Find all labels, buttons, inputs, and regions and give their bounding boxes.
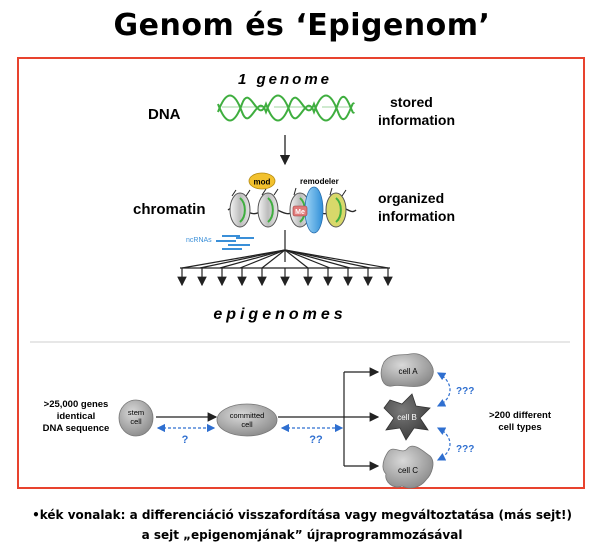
stored-label-2: information: [378, 112, 455, 128]
genes-label-2: identical: [57, 411, 96, 422]
cell-types-label-1: >200 different: [489, 410, 552, 421]
cell-b-icon: [383, 393, 431, 441]
me-badge: [292, 205, 308, 217]
committed-cell-icon: [216, 403, 278, 437]
cell-c-icon: [382, 445, 434, 489]
cell-fate-fork: [343, 367, 380, 471]
footnote-line-2: a sejt „epigenomjának” újraprogrammozásá…: [141, 528, 463, 542]
committed-cell-label-2: cell: [241, 420, 253, 429]
cell-a-b-reverse-arrow: [436, 372, 451, 407]
dna-label: DNA: [148, 106, 181, 123]
remodeler-icon: [304, 186, 324, 234]
cell-a-b-question: ???: [456, 386, 474, 397]
page-title: Genom és ‘Epigenom’: [113, 8, 491, 43]
stem-committed-question: ?: [182, 434, 189, 446]
cell-c-label: cell C: [398, 466, 418, 475]
nucleosome-array-icon: [227, 187, 357, 228]
epigenome-fan-arrows: [180, 230, 390, 269]
organized-label-2: information: [378, 208, 455, 224]
committed-fork-question: ??: [309, 434, 323, 446]
stem-cell-label-2: cell: [130, 417, 142, 426]
mod-label: mod: [254, 178, 271, 187]
epigenome-arrowheads: [177, 268, 393, 287]
stem-cell-label-1: stem: [128, 408, 144, 417]
ncrna-label: ncRNAs: [186, 237, 212, 244]
genes-label-1: >25,000 genes: [44, 399, 109, 410]
ncrna-strands-icon: [216, 235, 254, 250]
me-label: Me: [295, 209, 305, 216]
dna-helix-icon: [217, 94, 355, 122]
genes-label-3: DNA sequence: [43, 423, 110, 434]
cell-types-label-2: cell types: [498, 422, 541, 433]
cell-b-c-reverse-arrow: [436, 427, 451, 461]
cell-b-label: cell B: [397, 413, 417, 422]
cell-a-label: cell A: [398, 367, 418, 376]
stored-label-1: stored: [390, 94, 433, 110]
cell-b-c-question: ???: [456, 444, 474, 455]
remodeler-label: remodeler: [300, 177, 339, 186]
epigenomes-label: epigenomes: [213, 306, 346, 323]
stem-cell-icon: [118, 399, 154, 437]
chromatin-label: chromatin: [133, 201, 206, 218]
footnote-line-1: •kék vonalak: a differenciáció visszafor…: [32, 508, 572, 522]
diagram-frame: [17, 57, 585, 489]
mod-badge: [248, 172, 276, 190]
genome-label: 1 genome: [238, 71, 332, 88]
committed-cell-label-1: committed: [230, 411, 265, 420]
cell-a-icon: [380, 353, 434, 387]
organized-label-1: organized: [378, 190, 444, 206]
